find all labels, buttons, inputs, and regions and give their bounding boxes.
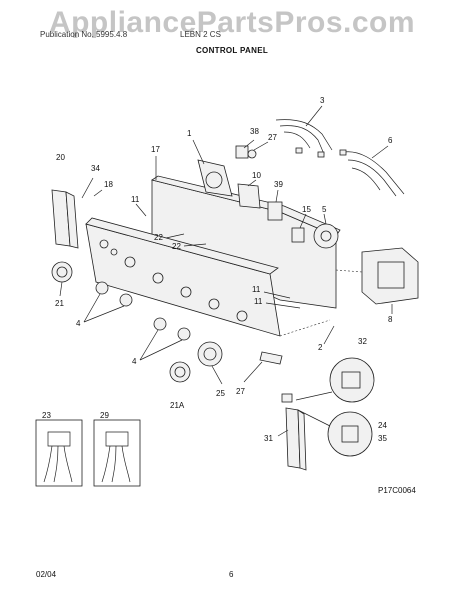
publication-number: Publication No. 5995.4.8	[40, 30, 128, 39]
switch-part-10	[237, 183, 261, 209]
knob-25	[197, 341, 223, 367]
callout-22-upper: 22	[154, 233, 163, 242]
inset-box-29	[93, 419, 141, 487]
callout-35: 35	[378, 434, 387, 443]
switch-part-15	[291, 227, 305, 243]
footer-page-number: 6	[229, 570, 234, 579]
callout-3: 3	[320, 96, 325, 105]
callout-22-lower: 22	[172, 242, 181, 251]
callout-11-lower: 11	[254, 297, 263, 306]
callout-21a: 21A	[170, 401, 185, 410]
callout-6: 6	[388, 136, 393, 145]
callout-24: 24	[378, 421, 387, 430]
callout-27-bottom: 27	[236, 387, 245, 396]
callout-4-upper: 4	[76, 319, 81, 328]
bracket-39	[267, 201, 283, 221]
callout-1: 1	[187, 129, 192, 138]
callout-17: 17	[151, 145, 160, 154]
callout-18: 18	[104, 180, 113, 189]
front-control-panel	[85, 217, 281, 337]
model-number: LEBN 2 CS	[180, 30, 221, 39]
push-buttons-4a	[95, 281, 133, 307]
push-buttons-4b	[153, 317, 191, 341]
callout-38: 38	[250, 127, 259, 136]
callout-23: 23	[42, 411, 51, 420]
callout-4-lower: 4	[132, 357, 137, 366]
motor-part-5	[313, 223, 339, 249]
bottom-trim	[259, 351, 283, 365]
diagram-code: P17C0064	[378, 486, 416, 495]
callout-31: 31	[264, 434, 273, 443]
wire-harness-6	[339, 149, 405, 197]
callout-27-top: 27	[268, 133, 277, 142]
callout-15: 15	[302, 205, 311, 214]
harness-clip-31	[281, 393, 307, 471]
callout-39: 39	[274, 180, 283, 189]
callout-20: 20	[56, 153, 65, 162]
callout-29: 29	[100, 411, 109, 420]
knob-21	[51, 261, 73, 283]
callout-34: 34	[91, 164, 100, 173]
watermark-logo: AppliancePartsPros.com	[48, 6, 416, 39]
callout-11-middle: 11	[252, 285, 261, 294]
callout-11-top: 11	[131, 195, 140, 204]
callout-21: 21	[55, 299, 64, 308]
side-bracket-34	[51, 189, 79, 249]
page-title: CONTROL PANEL	[195, 46, 269, 55]
detail-balloon-32	[295, 357, 375, 403]
callout-5: 5	[322, 205, 327, 214]
callout-32: 32	[358, 337, 367, 346]
detail-balloon-35	[297, 409, 373, 457]
wire-harness-3	[275, 119, 333, 158]
callout-10: 10	[252, 171, 261, 180]
connector-38	[235, 145, 257, 159]
timer-assembly	[197, 159, 233, 197]
callout-8: 8	[388, 315, 393, 324]
callout-25: 25	[216, 389, 225, 398]
timer-part-8	[361, 247, 419, 305]
knob-lower-left	[169, 361, 191, 383]
callout-labels: 1 3 6 38 27 20 34 17 18 10 39 11 15 5 22…	[42, 96, 393, 443]
leader-lines	[59, 105, 393, 437]
callout-2: 2	[318, 343, 323, 352]
inset-box-23	[35, 419, 83, 487]
footer-date: 02/04	[36, 570, 57, 579]
